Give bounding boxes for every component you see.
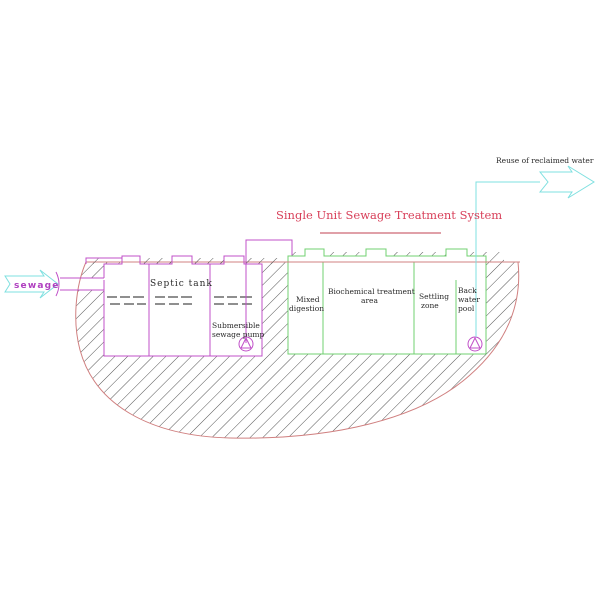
- ground-soil: [60, 230, 540, 439]
- zone-settling-1: Settling: [419, 292, 449, 301]
- zone-settling-2: zone: [421, 301, 439, 310]
- sewage-label: sewage: [14, 281, 60, 291]
- pump-label-2: sewage pump: [212, 330, 265, 339]
- backwater-pump-icon: [467, 336, 483, 352]
- reclaimed-water-pipe: [475, 181, 540, 337]
- reclaimed-water-arrow: [538, 165, 595, 199]
- zone-biochem-1: Biochemical treatment: [328, 287, 415, 296]
- zone-biochem-2: area: [361, 296, 378, 305]
- zone-back-3: pool: [458, 304, 475, 313]
- submersible-pump-icon: [238, 336, 254, 352]
- zone-back-1: Back: [458, 286, 477, 295]
- septic-tank-label: Septic tank: [150, 279, 213, 289]
- inlet-pipe: [55, 271, 104, 297]
- septic-lid: [86, 258, 284, 264]
- treatment-unit: [287, 248, 487, 355]
- zone-mixed-1: Mixed: [296, 295, 320, 304]
- sewage-inlet-arrow: sewage: [4, 269, 60, 299]
- pump-label-1: Submersible: [212, 321, 260, 330]
- water-level-marks: [107, 296, 252, 305]
- zone-mixed-2: digestion: [289, 304, 324, 313]
- reclaimed-water-label: Reuse of reclaimed water: [496, 156, 594, 165]
- zone-back-2: water: [458, 295, 480, 304]
- diagram-title: Single Unit Sewage Treatment System: [276, 208, 502, 222]
- transfer-pipe: [245, 239, 293, 343]
